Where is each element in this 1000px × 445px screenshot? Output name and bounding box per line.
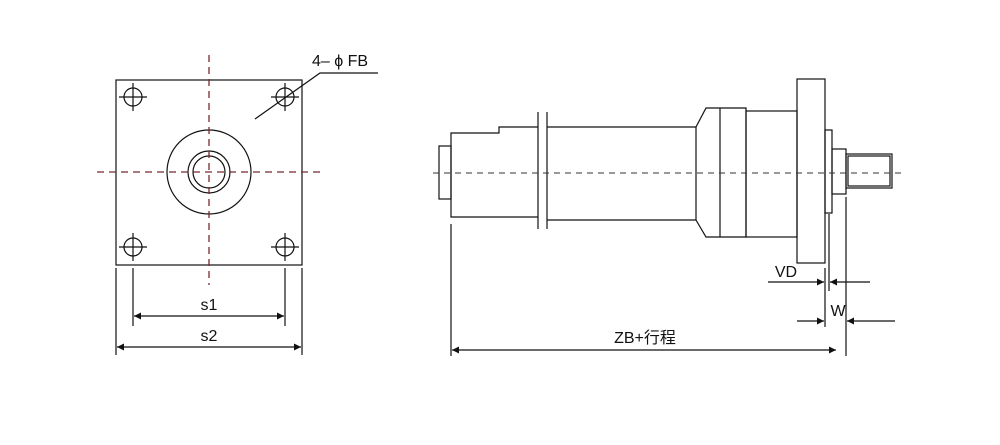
vd-label: VD — [775, 264, 797, 281]
holes-label: 4– ϕ FB — [312, 53, 368, 70]
rod-thread — [847, 155, 891, 187]
front-flange — [796, 78, 826, 264]
rod-end — [845, 153, 893, 189]
zb-label: ZB+行程 — [614, 329, 676, 347]
hole-bottom-left — [119, 233, 147, 261]
holes-leader-line — [254, 72, 378, 120]
extension-lines — [115, 268, 303, 355]
hole-bottom-right — [271, 233, 299, 261]
rear-cap — [450, 126, 538, 218]
end-view: 4– ϕ FB s1 s2 — [97, 53, 378, 355]
s2-label: s2 — [201, 328, 218, 345]
hole-top-left — [119, 83, 147, 111]
mounting-holes — [119, 83, 299, 261]
pilot — [824, 129, 833, 214]
head-body — [745, 110, 798, 238]
hole-top-right — [271, 83, 299, 111]
rod-neck — [831, 148, 847, 195]
w-label: W — [830, 303, 846, 320]
break-lines — [537, 112, 548, 229]
extension-lines — [450, 197, 847, 356]
side-view: VD W ZB+行程 — [433, 78, 902, 356]
s1-label: s1 — [201, 297, 218, 314]
cylinder-tube — [547, 126, 696, 221]
